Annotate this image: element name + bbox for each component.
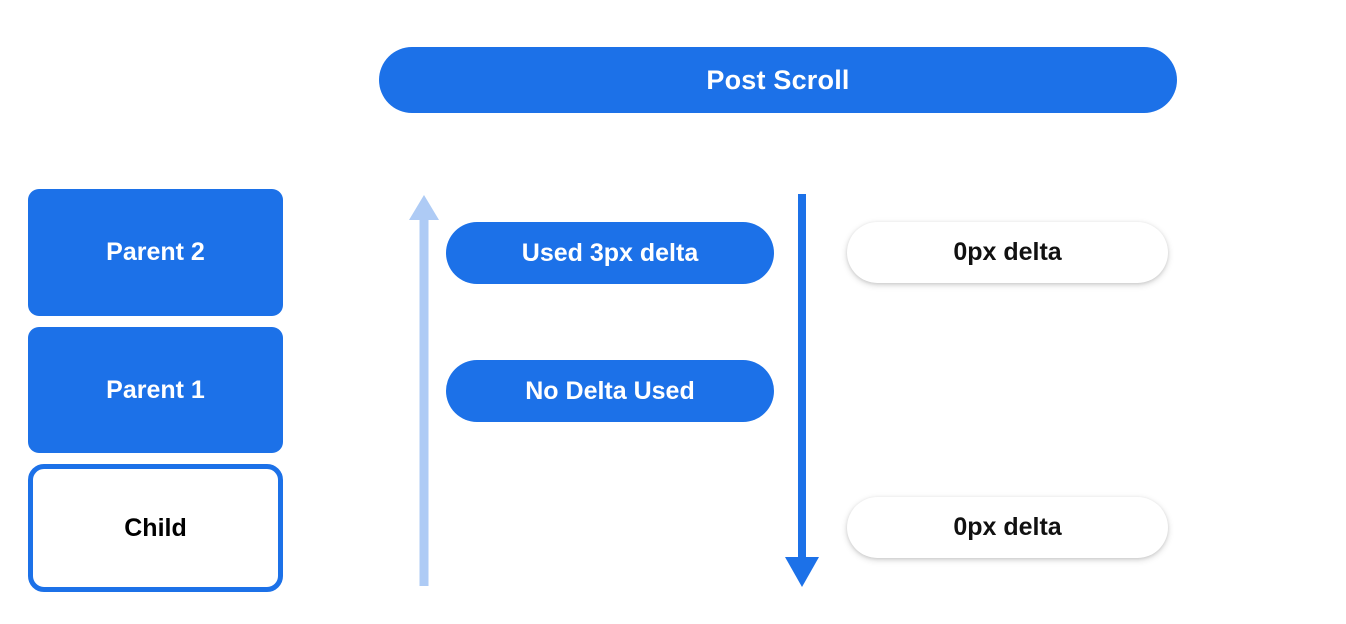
node-parent-1: Parent 1 <box>28 327 283 453</box>
scroll-down-arrow <box>785 194 819 587</box>
badge-zero-delta-top: 0px delta <box>847 222 1168 283</box>
badge-zero-delta-bottom: 0px delta <box>847 497 1168 558</box>
scroll-up-arrow <box>409 195 439 586</box>
page-title: Post Scroll <box>379 47 1177 113</box>
node-child: Child <box>28 464 283 592</box>
node-parent-2: Parent 2 <box>28 189 283 316</box>
badge-used-delta: Used 3px delta <box>446 222 774 284</box>
badge-no-delta: No Delta Used <box>446 360 774 422</box>
